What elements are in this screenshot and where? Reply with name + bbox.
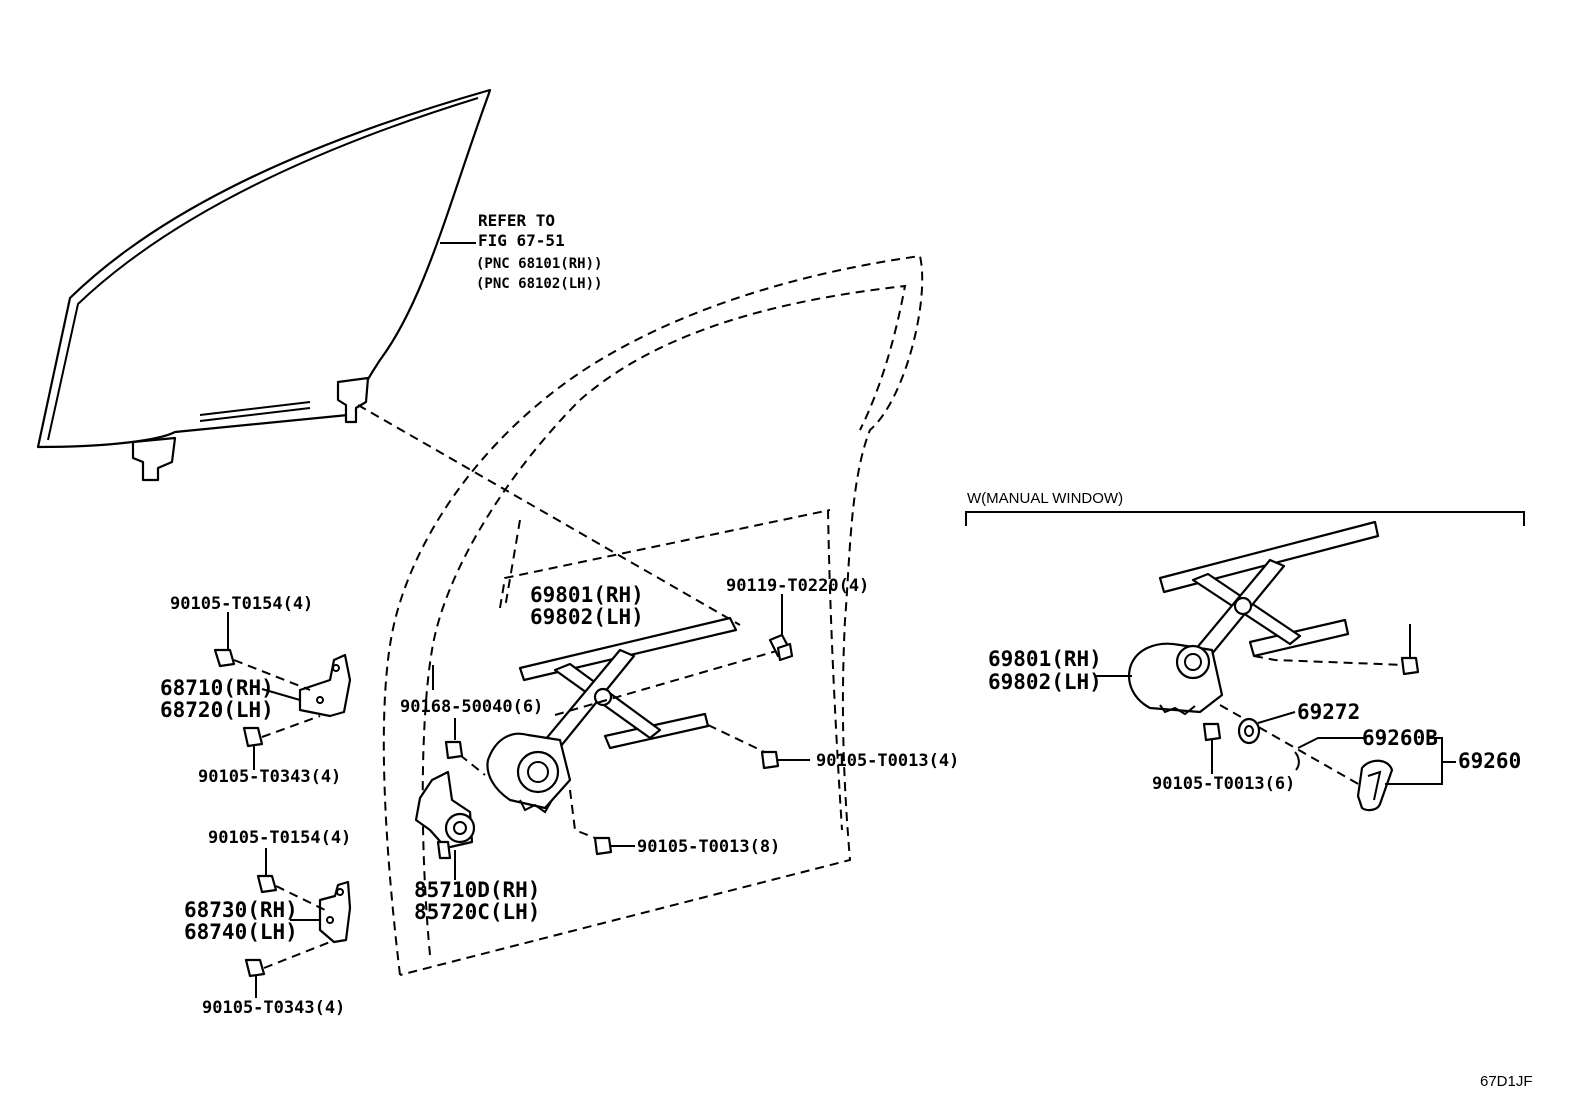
uh-leader xyxy=(261,688,301,701)
label-regulator-bottom-bolt: 90105-T0013(8) xyxy=(637,837,780,857)
label-lower-hinge-lh: 68740(LH) xyxy=(184,920,298,944)
reg-top-line xyxy=(554,649,781,716)
manual-bottom-bolt-icon xyxy=(1202,722,1222,742)
lower-hinge-bottom-bolt-icon xyxy=(244,958,266,978)
door-outline xyxy=(382,254,924,976)
label-upper-hinge-lh: 68720(LH) xyxy=(160,698,274,722)
label-motor-rh: 85710D(RH) xyxy=(414,878,540,902)
uh-bottom-bolt-dash xyxy=(261,715,321,738)
label-manual-bottom-bolt: 90105-T0013(6) xyxy=(1152,774,1295,794)
manual-handle-dash xyxy=(1219,704,1361,786)
lh-top-bolt-dash xyxy=(275,885,326,911)
label-upper-hinge-bottom-bolt: 90105-T0343(4) xyxy=(198,767,341,787)
manual-window-regulator xyxy=(1127,520,1380,716)
label-lower-hinge-bottom-bolt: 90105-T0343(4) xyxy=(202,998,345,1018)
refer-line-2: FIG 67-51 xyxy=(478,231,565,250)
label-upper-hinge-rh: 68710(RH) xyxy=(160,676,274,700)
label-lower-hinge-rh: 68730(RH) xyxy=(184,898,298,922)
regulator-top-bolt-icon xyxy=(768,633,794,662)
manual-washer-icon xyxy=(1237,717,1261,745)
upper-hinge-bottom-bolt-icon xyxy=(242,726,264,748)
manual-window-title: W(MANUAL WINDOW) xyxy=(967,490,1123,507)
reg-bottom-line xyxy=(569,789,601,841)
label-motor-screw: 90168-50040(6) xyxy=(400,697,543,717)
lower-hinge-top-bolt-icon xyxy=(256,874,278,894)
uh-top-bolt-dash xyxy=(233,659,311,691)
power-window-regulator xyxy=(486,616,738,814)
label-lower-hinge-top-bolt: 90105-T0154(4) xyxy=(208,828,351,848)
manual-reg-right-dash xyxy=(1253,655,1406,666)
upper-hinge xyxy=(298,653,352,718)
door-glass xyxy=(36,88,492,482)
manual-window-bracket xyxy=(965,511,1525,526)
label-manual-regulator-rh: 69801(RH) xyxy=(988,647,1102,671)
lh-bottom-bolt-dash xyxy=(263,941,331,969)
label-regulator-top-bolt: 90119-T0220(4) xyxy=(726,576,869,596)
manual-clip-leader xyxy=(1297,737,1365,749)
label-manual-handle-sub: 69260B xyxy=(1362,726,1438,750)
manual-handle-icon xyxy=(1356,759,1394,812)
label-regulator-right-bolt: 90105-T0013(4) xyxy=(816,751,959,771)
manual-right-bolt-icon xyxy=(1400,656,1420,676)
regulator-bottom-bolt-icon xyxy=(593,836,613,856)
motor-screw-line xyxy=(459,754,486,776)
label-upper-hinge-top-bolt: 90105-T0154(4) xyxy=(170,594,313,614)
motor-screw-icon xyxy=(444,740,464,760)
label-regulator-lh: 69802(LH) xyxy=(530,605,644,629)
window-motor xyxy=(414,770,476,860)
refer-line-4: (PNC 68102(LH)) xyxy=(476,276,602,292)
refer-line-1: REFER TO xyxy=(478,211,555,230)
label-manual-regulator-lh: 69802(LH) xyxy=(988,670,1102,694)
label-motor-lh: 85720C(LH) xyxy=(414,900,540,924)
regulator-right-bolt-icon xyxy=(760,750,780,770)
label-regulator-rh: 69801(RH) xyxy=(530,583,644,607)
label-manual-handle: 69260 xyxy=(1458,749,1521,773)
lower-hinge xyxy=(318,880,352,944)
refer-line-3: (PNC 68101(RH)) xyxy=(476,256,602,272)
diagram-id: 67D1JF xyxy=(1480,1073,1533,1090)
manual-clip-icon xyxy=(1294,751,1300,771)
label-manual-washer: 69272 xyxy=(1297,700,1360,724)
manual-washer-leader xyxy=(1257,711,1296,724)
upper-hinge-top-bolt-icon xyxy=(213,648,236,668)
glass-mount-line xyxy=(357,404,741,626)
